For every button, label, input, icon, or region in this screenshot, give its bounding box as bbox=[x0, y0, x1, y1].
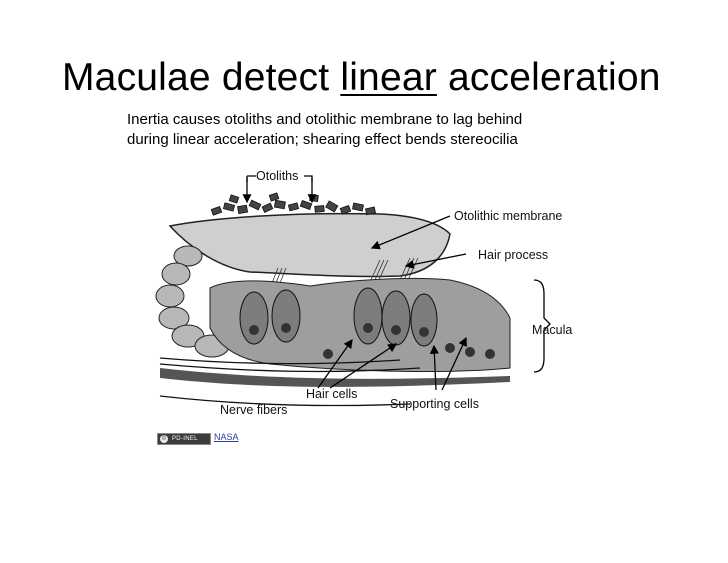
macula-diagram: Otoliths Otolithic membrane Hair process… bbox=[155, 169, 572, 417]
otolithic-membrane-label: Otolithic membrane bbox=[454, 209, 562, 223]
otolithic-membrane-shape bbox=[168, 212, 451, 278]
nerve-fiber-lines bbox=[159, 357, 421, 407]
otolith-crystals bbox=[210, 192, 376, 216]
slide-title: Maculae detect linear acceleration bbox=[62, 56, 661, 100]
title-emphasis: linear bbox=[340, 56, 437, 99]
title-text-before: Maculae detect bbox=[62, 56, 341, 99]
left-cells bbox=[155, 245, 230, 358]
slide-subtitle: Inertia causes otoliths and otolithic me… bbox=[127, 110, 522, 150]
subtitle-line-1: Inertia causes otoliths and otolithic me… bbox=[127, 111, 523, 128]
credit-link[interactable]: NASA bbox=[214, 432, 239, 442]
macula-bracket bbox=[533, 279, 551, 373]
hair-cells-label: Hair cells bbox=[306, 387, 357, 401]
nerve-fibers-label: Nerve fibers bbox=[220, 403, 287, 417]
hair-process-label: Hair process bbox=[478, 248, 548, 262]
basement-layer bbox=[160, 368, 510, 387]
title-text-after: acceleration bbox=[436, 56, 661, 99]
otoliths-label: Otoliths bbox=[256, 169, 298, 183]
license-badge[interactable]: © PD-INEL bbox=[157, 433, 211, 445]
hair-cell-bodies bbox=[239, 287, 438, 347]
public-domain-icon: © bbox=[160, 435, 168, 443]
license-badge-text: PD-INEL bbox=[172, 436, 198, 442]
supporting-cells-label: Supporting cells bbox=[390, 397, 479, 411]
macula-label: Macula bbox=[532, 323, 572, 337]
subtitle-line-2: during linear acceleration; shearing eff… bbox=[127, 131, 518, 148]
cell-nuclei bbox=[249, 323, 495, 359]
